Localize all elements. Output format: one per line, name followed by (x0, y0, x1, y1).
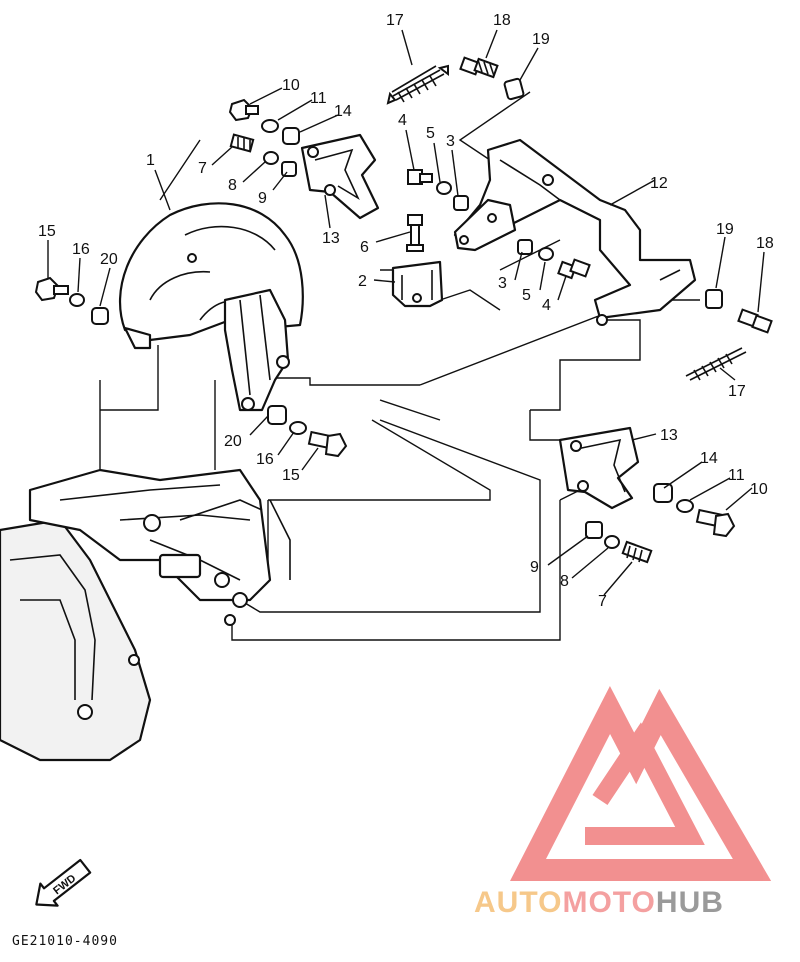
callout-20-center: 20 (224, 433, 242, 450)
callout-15-left: 15 (38, 223, 56, 240)
wordmark-moto: MOTO (562, 886, 655, 919)
bolt-4-upper (407, 169, 433, 185)
callout-9-upper: 9 (258, 190, 267, 207)
washer-8-lower (604, 535, 620, 549)
callout-5-upper: 5 (426, 125, 435, 142)
callout-20-left: 20 (100, 251, 118, 268)
callout-8-upper: 8 (228, 177, 237, 194)
collar-3-upper (453, 195, 469, 211)
callout-5-lower: 5 (522, 287, 531, 304)
callout-9-lower: 9 (530, 559, 539, 576)
washer-11-lower (676, 499, 694, 513)
callout-12: 12 (650, 175, 668, 192)
callout-16-center: 16 (256, 451, 274, 468)
callout-7-lower: 7 (598, 593, 607, 610)
callout-11-lower: 11 (728, 467, 745, 484)
callout-13-lower: 13 (660, 427, 678, 444)
callout-11-upper: 11 (310, 90, 327, 107)
hardware (34, 56, 773, 564)
drawing-code: GE21010-4090 (12, 934, 118, 949)
callout-3-upper: 3 (446, 133, 455, 150)
bolt-7-upper (229, 133, 255, 153)
callout-17-upper: 17 (386, 12, 404, 29)
collar-14-lower (653, 483, 673, 503)
automotohub-logo (510, 686, 772, 881)
callout-14-lower: 14 (700, 450, 718, 467)
bolt-4-lower (557, 258, 591, 280)
collar-20-left (91, 307, 109, 325)
callout-18-upper: 18 (493, 12, 511, 29)
collar-14-upper (282, 127, 300, 145)
callout-19-lower: 19 (716, 221, 734, 238)
washer-11-upper (261, 119, 279, 133)
part-13-upper-plate (300, 133, 380, 220)
callout-14-upper: 14 (334, 103, 352, 120)
spring-17-upper (386, 64, 449, 105)
fwd-direction-arrow: FWD (35, 858, 92, 907)
washer-5-lower (538, 247, 554, 261)
callout-16-left: 16 (72, 241, 90, 258)
wordmark-auto: AUTO (474, 886, 562, 919)
bolt-15-center (307, 430, 348, 458)
callout-10-upper: 10 (282, 77, 300, 94)
collar-9-lower (585, 521, 603, 539)
bolt-10-upper (228, 98, 259, 122)
callout-6: 6 (360, 239, 369, 256)
engine-housing (0, 468, 291, 762)
collar-20-center (267, 405, 287, 425)
callout-1: 1 (146, 152, 155, 169)
callout-13-upper: 13 (322, 230, 340, 247)
callout-3-lower: 3 (498, 275, 507, 292)
part-2-clamp (391, 260, 444, 308)
callout-15-center: 15 (282, 467, 300, 484)
bolt-10-lower (695, 508, 736, 538)
spacer-19-upper (503, 77, 525, 101)
callout-leaders (47, 29, 765, 596)
mount-bracket (223, 288, 290, 412)
bolt-18-lower (737, 308, 773, 334)
logo-inner-stroke (585, 722, 705, 845)
link-plate (453, 198, 517, 252)
callout-7-upper: 7 (198, 160, 207, 177)
washer-16-center (289, 421, 307, 435)
callout-4-upper: 4 (398, 112, 407, 129)
spacer-19-lower (705, 289, 723, 309)
collar-3-lower (517, 239, 533, 255)
washer-5-upper (436, 181, 452, 195)
callout-18-lower: 18 (756, 235, 774, 252)
callout-8-lower: 8 (560, 573, 569, 590)
part-6-grease-nipple (406, 214, 424, 252)
spring-17-lower (685, 347, 747, 381)
callout-10-lower: 10 (750, 481, 768, 498)
callout-19-upper: 19 (532, 31, 550, 48)
callout-2: 2 (358, 273, 367, 290)
callout-4-lower: 4 (542, 297, 551, 314)
callout-labels: 17 18 19 10 11 14 4 5 3 1 7 8 9 13 12 15… (38, 12, 774, 610)
washer-8-upper (263, 151, 279, 165)
bolt-18-upper (459, 56, 499, 79)
wordmark-hub: HUB (656, 886, 724, 919)
automotohub-wordmark: AUTOMOTOHUB (474, 886, 724, 919)
bolt-7-lower (621, 540, 653, 564)
washer-16-left (69, 293, 85, 307)
collar-9-upper (281, 161, 297, 177)
callout-17-lower: 17 (728, 383, 746, 400)
bolt-15-left (34, 276, 69, 302)
part-13-lower-plate (558, 426, 640, 510)
